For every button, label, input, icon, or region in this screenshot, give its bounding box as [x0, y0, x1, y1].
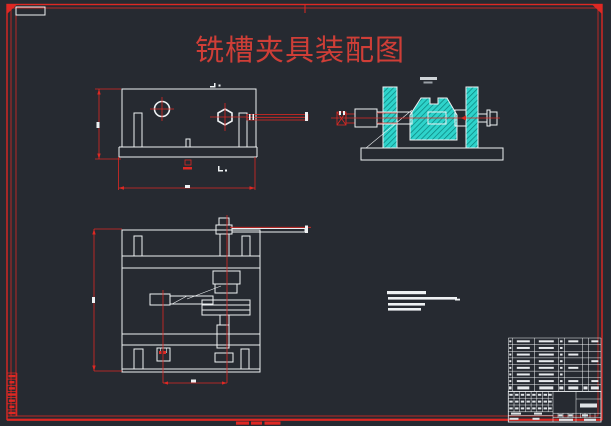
foot-nut — [156, 347, 171, 362]
clamp-arm — [149, 285, 222, 306]
base-plate — [360, 147, 504, 161]
revision-strip — [6, 372, 18, 417]
section-view — [331, 77, 504, 161]
clamp-body — [409, 97, 458, 141]
handle-bar — [230, 225, 311, 233]
slot-right — [238, 112, 248, 148]
corner-mark-top-left — [7, 4, 17, 14]
note-line — [388, 297, 457, 300]
dim-text-blob — [92, 297, 95, 303]
support-plate-left — [382, 86, 398, 149]
section-view-label — [420, 77, 437, 84]
section-arrow-top — [210, 83, 221, 88]
dim-text-blob — [191, 379, 196, 383]
top-view — [95, 83, 309, 190]
drawing-title: 铣槽夹具装配图 — [195, 33, 405, 67]
drawing-frame — [6, 3, 603, 421]
parts-list-table — [508, 337, 602, 392]
dimension-width — [118, 157, 256, 190]
clamp-stack — [201, 270, 251, 363]
detail-mark — [184, 159, 192, 166]
dimension-height — [95, 88, 121, 160]
clipped-red-text — [236, 421, 281, 425]
dim-text-blob — [185, 185, 190, 188]
note-line — [388, 303, 425, 306]
dimension-spacing — [163, 379, 227, 385]
front-view — [92, 215, 311, 385]
rod-end-cap — [305, 112, 308, 121]
slot-left — [133, 112, 143, 148]
note-line — [388, 308, 421, 311]
key-tab — [185, 138, 191, 148]
dim-text-blob — [96, 122, 100, 128]
technical-notes — [387, 291, 460, 311]
note-line — [387, 291, 426, 295]
clamp-column — [215, 217, 233, 257]
dimension-height — [92, 228, 122, 372]
support-plate-right — [465, 86, 479, 149]
corner-mark-top-right — [592, 4, 602, 14]
title-block — [507, 390, 602, 423]
leader-line — [365, 109, 413, 149]
frame-title-box — [15, 6, 46, 16]
section-arrow-bottom — [218, 166, 227, 172]
